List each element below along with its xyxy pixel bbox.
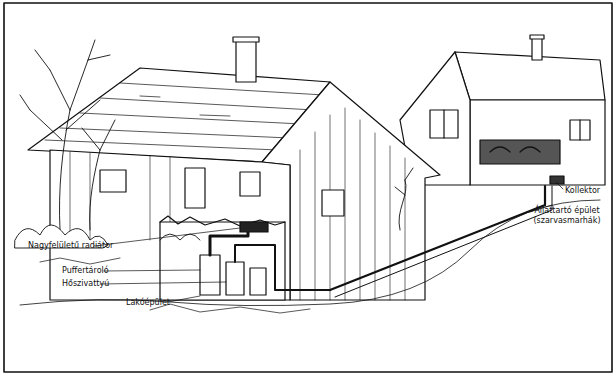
house-gable [345, 108, 346, 300]
basement-cutaway [250, 268, 266, 295]
ground-pipe [330, 186, 545, 290]
barn [430, 110, 458, 138]
house-wall [50, 150, 290, 300]
part-label: Kollektor [565, 186, 600, 196]
barn [443, 110, 444, 138]
house-wall [70, 152, 71, 240]
part-label: Lakóépület [126, 298, 170, 308]
house-gable [390, 146, 391, 300]
leader-lines [94, 228, 240, 246]
barn [530, 35, 544, 39]
house-gable [300, 150, 301, 300]
barn [570, 120, 590, 140]
pipe [235, 245, 330, 290]
ground-pipe [20, 200, 600, 306]
part-label: Hőszivattyú [62, 279, 109, 289]
house-roof [120, 83, 324, 95]
house-gable [375, 133, 376, 300]
house-roof [80, 113, 302, 124]
house-wall [100, 170, 126, 192]
radiator [240, 222, 268, 232]
trees [82, 120, 115, 230]
leader-lines [556, 182, 563, 189]
frame [4, 3, 612, 372]
house-wall [240, 172, 260, 196]
house-roof [100, 98, 314, 110]
part-label: Állattartó épület (szarvasmarhák) [526, 206, 608, 226]
buffer-tank [200, 255, 220, 295]
house-gable [322, 190, 344, 216]
house-gable [360, 120, 361, 300]
house-wall [150, 156, 151, 240]
trees [395, 168, 413, 230]
house-roof [233, 37, 259, 42]
basement-cutaway [160, 222, 285, 300]
barn [579, 120, 580, 140]
house-roof [60, 128, 290, 138]
ground-pipe [335, 186, 552, 297]
house-illustration [4, 3, 612, 372]
trees [20, 40, 110, 230]
house-roof [45, 140, 278, 150]
house-gable [300, 108, 405, 300]
house-roof [200, 115, 230, 116]
ground-pipe [20, 186, 600, 313]
heat-pump [226, 262, 244, 295]
leader-lines [168, 296, 200, 302]
barn [532, 38, 542, 60]
barn [400, 35, 605, 185]
basement-cutaway [160, 216, 330, 300]
house-wall [185, 168, 205, 208]
house-roof [140, 96, 160, 97]
part-label: Puffertároló [62, 266, 109, 276]
leader-lines [104, 270, 200, 271]
part-label: Nagyfelületű radiátor [28, 241, 113, 251]
house-wall [70, 152, 170, 240]
barn [470, 100, 605, 185]
barn [480, 140, 560, 164]
leader-lines [94, 182, 563, 302]
house-wall [50, 150, 290, 300]
trees [15, 40, 413, 264]
leader-lines [100, 282, 226, 284]
trees [40, 258, 120, 264]
house-gable [315, 132, 316, 300]
barn [490, 147, 540, 152]
house-roof [236, 40, 256, 82]
ground-pipe [150, 304, 310, 313]
